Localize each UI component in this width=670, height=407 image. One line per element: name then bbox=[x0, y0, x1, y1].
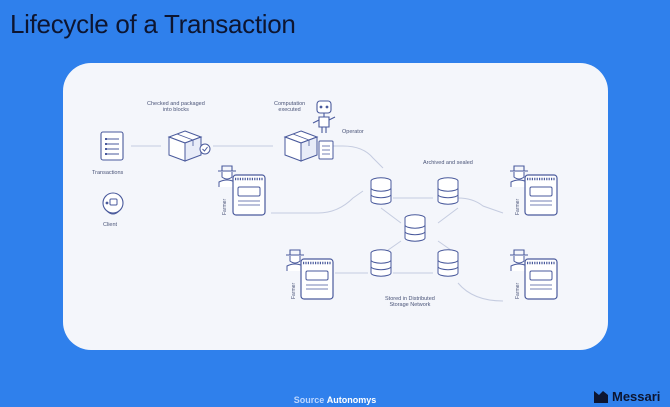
page-title: Lifecycle of a Transaction bbox=[10, 9, 296, 40]
label-operator: Operator bbox=[342, 129, 364, 135]
package-box-icon bbox=[169, 131, 210, 161]
label-client: Client bbox=[103, 222, 117, 228]
computation-box-icon bbox=[285, 131, 333, 161]
label-computation: Computation executed bbox=[274, 101, 305, 114]
brand-name: Messari bbox=[612, 389, 660, 404]
label-farmer-left: Farmer bbox=[222, 199, 228, 215]
label-checked-text: Checked and packaged into blocks bbox=[147, 101, 205, 113]
label-checked-packaged: Checked and packaged into blocks bbox=[147, 101, 205, 114]
database-icon-2 bbox=[438, 178, 458, 204]
label-transactions: Transactions bbox=[92, 170, 123, 176]
client-icon bbox=[103, 193, 123, 214]
transactions-icon bbox=[101, 132, 123, 160]
label-farmer-bottom-left: Farmer bbox=[291, 283, 297, 299]
diagram-card: Checked and packaged into blocks Computa… bbox=[63, 63, 608, 350]
label-farmer-bottom-right: Farmer bbox=[515, 283, 521, 299]
label-stored-text: Stored in Distributed Storage Network bbox=[385, 296, 435, 308]
database-icon-3 bbox=[405, 215, 425, 241]
label-computation-text: Computation executed bbox=[274, 101, 305, 113]
source-prefix: Source bbox=[294, 395, 325, 405]
database-icon-5 bbox=[438, 250, 458, 276]
messari-logo-icon bbox=[594, 391, 608, 403]
label-stored: Stored in Distributed Storage Network bbox=[385, 296, 435, 309]
brand-logo: Messari bbox=[594, 389, 660, 404]
label-archived-sealed: Archived and sealed bbox=[423, 160, 473, 166]
label-farmer-top-right: Farmer bbox=[515, 199, 521, 215]
source-credit: Source Autonomys bbox=[0, 395, 670, 405]
database-icon-4 bbox=[371, 250, 391, 276]
operator-robot-icon bbox=[313, 101, 335, 133]
diagram-canvas bbox=[63, 63, 608, 350]
source-name: Autonomys bbox=[327, 395, 377, 405]
database-icon-1 bbox=[371, 178, 391, 204]
